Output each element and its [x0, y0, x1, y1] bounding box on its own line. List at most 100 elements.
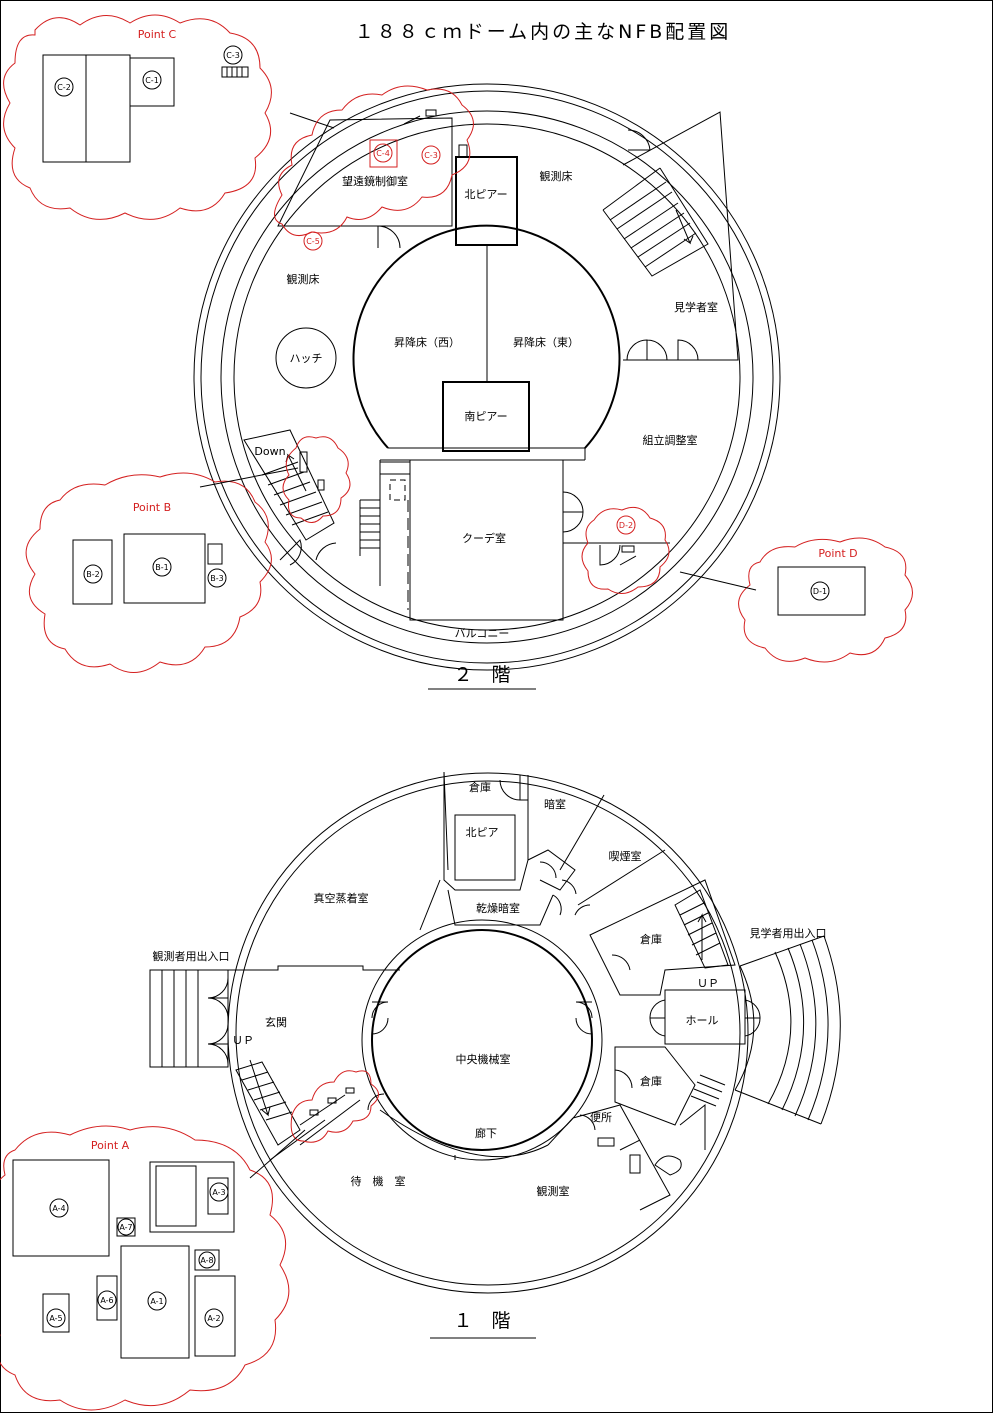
- room-label: 倉庫: [469, 780, 491, 794]
- room-label: 中央機械室: [456, 1052, 511, 1066]
- f2-stair-arrow: [675, 209, 694, 245]
- f2-hidden-outline: [389, 479, 406, 501]
- f1-west-stair-treads: [241, 1071, 293, 1121]
- equip-a3-panel: [207, 1177, 229, 1215]
- f2-lift-floor: [352, 224, 621, 449]
- room-label: 昇降床（東）: [513, 335, 579, 349]
- equip-label: C-2: [57, 83, 71, 92]
- f1-wall: [577, 849, 666, 906]
- equip-a8-frame: [194, 1249, 220, 1271]
- equip-label: A-5: [49, 1314, 62, 1323]
- f2-door: [677, 339, 699, 361]
- f1-door: [207, 977, 229, 1019]
- callout-leader: [289, 112, 335, 129]
- f1-toilet-wall: [572, 1104, 671, 1211]
- f1-toilet-fixture: [619, 1139, 641, 1151]
- f1-door: [611, 954, 631, 971]
- point-c-title: Point C: [138, 28, 177, 41]
- equip-marker: [209, 1182, 229, 1202]
- f1-wall: [419, 879, 441, 931]
- f1-door: [614, 1069, 633, 1089]
- equip-label: C-5: [306, 237, 320, 246]
- equip-label: A-7: [119, 1223, 132, 1232]
- f2-north-pier: [455, 156, 518, 246]
- room-label: ＵＰ: [232, 1034, 254, 1047]
- room-label: 倉庫: [640, 1074, 662, 1088]
- point-b-title: Point B: [133, 501, 171, 514]
- f2-stair-treads: [609, 181, 697, 268]
- equip-a7-frame: [116, 1217, 136, 1237]
- room-label: 見学者室: [674, 300, 718, 314]
- point-a-title: Point A: [91, 1139, 130, 1152]
- equip-label: D-1: [813, 587, 827, 596]
- f2-outer-wall-outer: [193, 83, 781, 671]
- f2-fixture: [299, 451, 308, 473]
- equip-marker: [152, 557, 172, 577]
- f1-corridor-ring-outer: [361, 919, 603, 1161]
- equip-marker: [207, 568, 227, 588]
- room-label: 観測室: [537, 1184, 570, 1198]
- equip-marker: [46, 1308, 66, 1328]
- equip-label: C-3: [226, 51, 240, 60]
- room-label: 便所: [590, 1111, 612, 1124]
- f2-door: [562, 491, 584, 533]
- equip-label: C-3: [424, 151, 438, 160]
- room-label: 昇降床（西）: [394, 335, 460, 349]
- equip-marker: [616, 515, 636, 535]
- equip-label: B-3: [210, 574, 223, 583]
- floor1-plan: [149, 771, 841, 1294]
- f1-outer-wall-outer: [227, 772, 749, 1294]
- equip-a3-inner: [155, 1165, 197, 1227]
- f2-visitor-room: [622, 111, 739, 361]
- f2-stair-wall: [602, 167, 661, 211]
- f1-toilet-fixture: [597, 1137, 615, 1147]
- f2-down-arrow: [285, 453, 307, 492]
- equip-label: D-2: [619, 521, 633, 530]
- f2-control-fixture: [458, 144, 468, 158]
- f1-wall: [299, 1099, 361, 1146]
- f1-wall-markup-cloud: [290, 1070, 379, 1143]
- f1-toilet-fixture: [629, 1154, 641, 1174]
- hatch-label: ハッチ: [290, 352, 323, 365]
- f1-up-arrow: [697, 913, 707, 960]
- room-label: 乾燥暗室: [476, 901, 520, 915]
- f1-se-stair: [679, 1074, 726, 1150]
- control-room-cloud: [274, 85, 474, 237]
- point-b-cloud: [25, 472, 272, 673]
- f1-door: [552, 894, 562, 916]
- f2-stair-outline: [602, 167, 709, 277]
- f1-observer-entrance-stairs: [149, 969, 229, 1068]
- f1-door: [649, 999, 666, 1037]
- equip-marker: [83, 564, 103, 584]
- room-label: 北ピアー: [464, 188, 507, 201]
- room-label: 喫煙室: [609, 849, 642, 863]
- f2-fixture: [619, 555, 637, 566]
- f1-hall: [664, 989, 746, 1045]
- f2-door-swing: [377, 225, 401, 249]
- room-label: 望遠鏡制御室: [342, 174, 408, 188]
- d2-cloud: [581, 506, 670, 594]
- point-c-cloud: [3, 14, 272, 220]
- room-label: 観測床: [287, 272, 320, 286]
- stair-markup-cloud: [282, 436, 351, 523]
- equip-marker: [204, 1308, 224, 1328]
- equip-a6-frame: [96, 1275, 118, 1321]
- room-label: 真空蒸着室: [314, 891, 369, 905]
- f1-door: [574, 904, 591, 916]
- equip-marker: [54, 77, 74, 97]
- room-label: 観測者用出入口: [153, 949, 230, 963]
- f2-fixture: [621, 545, 635, 553]
- f2-door: [315, 542, 337, 561]
- room-label: 玄関: [265, 1015, 287, 1029]
- equip-marker: [49, 1198, 69, 1218]
- f1-wall: [443, 771, 449, 871]
- equip-label: A-8: [200, 1256, 213, 1265]
- callout-leader: [679, 571, 757, 591]
- equip-a4-frame: [12, 1159, 110, 1257]
- f2-balcony-wall-inner: [233, 123, 741, 631]
- equip-marker: [147, 1291, 167, 1311]
- f2-down-stair-treads: [261, 461, 329, 526]
- f1-door: [367, 1093, 385, 1111]
- f2-door: [279, 539, 302, 566]
